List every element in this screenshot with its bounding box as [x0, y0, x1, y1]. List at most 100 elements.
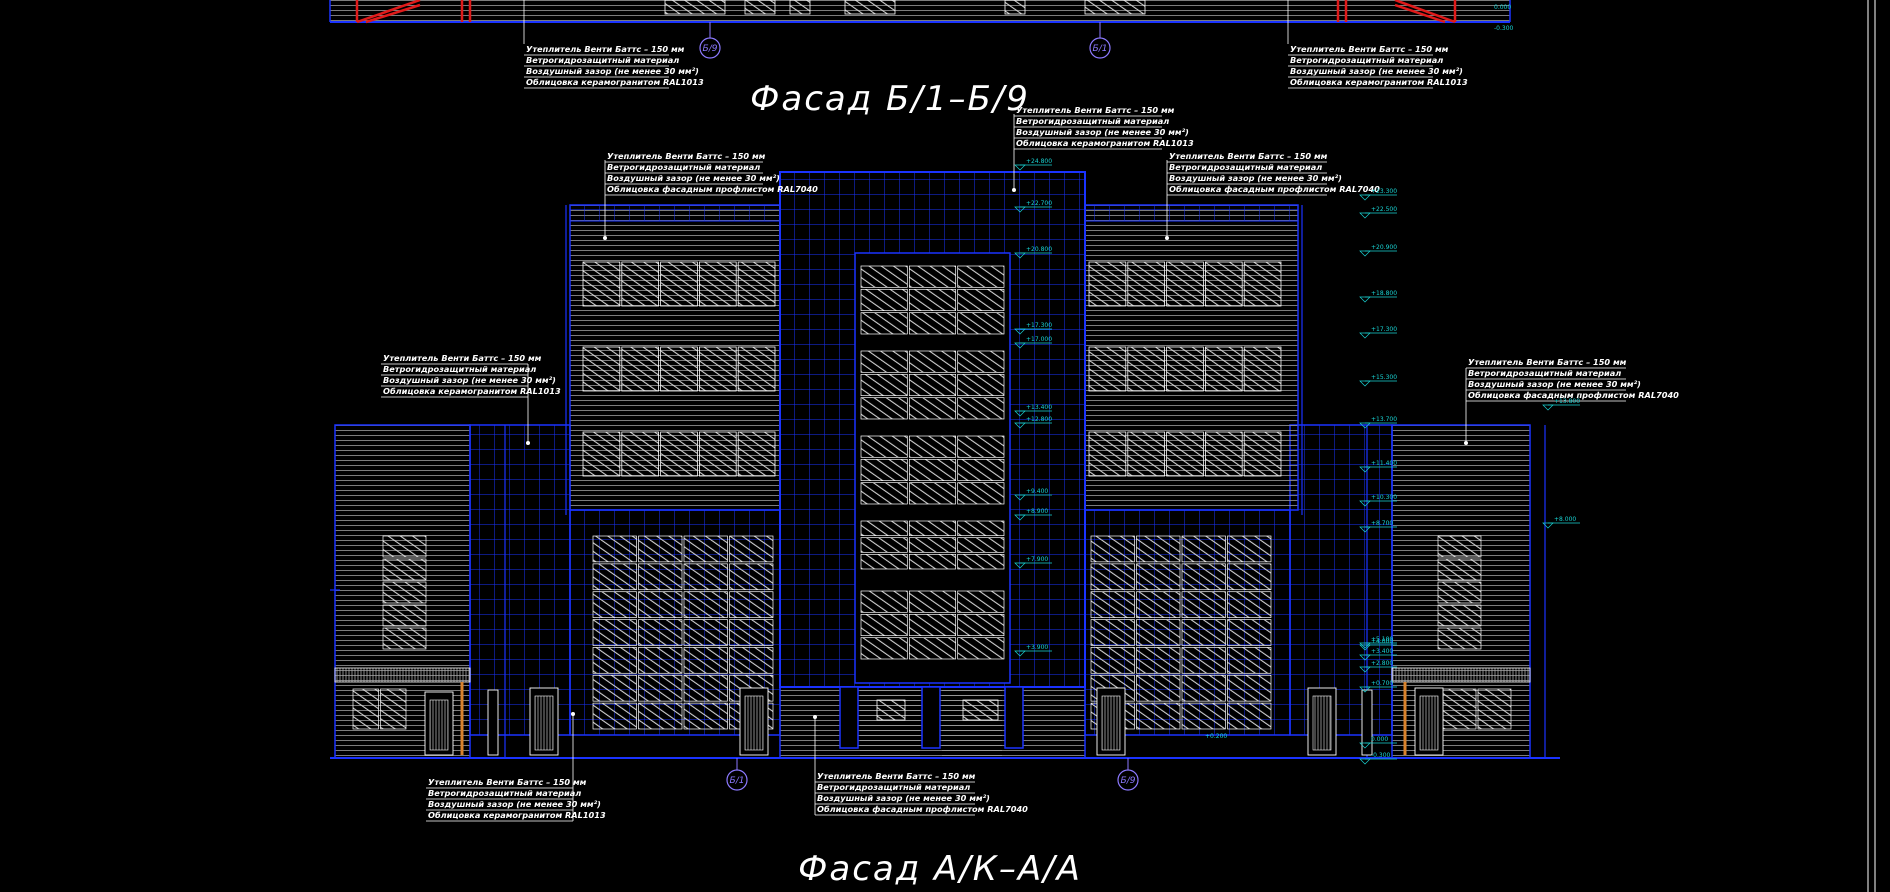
window-pane — [1088, 261, 1127, 307]
window-pane — [729, 591, 774, 618]
door — [1307, 687, 1337, 756]
window-pane — [660, 346, 698, 392]
elevation-label: -0.300 — [1494, 25, 1514, 32]
callout-line: Воздушный зазор (не менее 30 мм²) — [1290, 66, 1463, 76]
window-pane — [621, 346, 659, 392]
window-pane — [1181, 647, 1226, 674]
axis-bubble-top-left — [699, 37, 721, 59]
callout-line: Ветрогидрозащитный материал — [428, 788, 581, 798]
callout-top-right: Утеплитель Венти Баттс – 150 мм Ветрогид… — [1287, 0, 1468, 89]
elevation-label: +24.800 — [1026, 158, 1052, 165]
window-pane — [957, 435, 1005, 458]
callout-center-top: Утеплитель Венти Баттс – 150 мм Ветрогид… — [1012, 105, 1194, 192]
elevation-label: +7.900 — [1026, 556, 1048, 563]
callout-line: Утеплитель Венти Баттс – 150 мм — [428, 777, 587, 787]
window-pane — [1227, 535, 1272, 563]
window-pane — [1181, 591, 1226, 618]
window-pane — [660, 431, 698, 477]
window-pane — [638, 702, 683, 730]
elevation-arrow — [1359, 250, 1371, 257]
elevation-label: +3.900 — [1026, 644, 1048, 651]
window-pane — [683, 563, 728, 591]
window-pane — [592, 674, 637, 702]
window-pane — [1227, 563, 1272, 591]
callout-top-left: Утеплитель Венти Баттс – 150 мм Ветрогид… — [523, 0, 704, 89]
elevation-label: +17.000 — [1026, 336, 1052, 343]
window-pane — [1166, 346, 1204, 392]
window-pane — [957, 288, 1005, 312]
window-pane — [957, 312, 1005, 335]
window-pane — [957, 482, 1005, 505]
callout-line: Воздушный зазор (не менее 30 мм²) — [383, 375, 556, 385]
right-tile-section — [1289, 424, 1393, 736]
window-pane — [638, 563, 683, 591]
window-pane — [380, 688, 407, 730]
window-pane — [860, 590, 908, 613]
window-pane — [638, 591, 683, 618]
window-pane — [1243, 431, 1282, 477]
window-pane — [957, 350, 1005, 373]
window-pane — [592, 647, 637, 674]
elevation-label: 0.000 — [1494, 4, 1511, 11]
window-pane — [729, 563, 774, 591]
window-pane — [683, 702, 728, 730]
window-pane — [1136, 535, 1181, 563]
window-pane — [957, 520, 1005, 537]
callout-line: Ветрогидрозащитный материал — [1016, 116, 1169, 126]
callout-line: Утеплитель Венти Баттс – 150 мм — [607, 151, 766, 161]
elevation-label: +8.000 — [1554, 516, 1576, 523]
window-pane — [860, 265, 908, 288]
window-pane — [957, 613, 1005, 637]
window-band-upper-left — [582, 261, 776, 307]
window-pane — [683, 647, 728, 674]
callout-line: Облицовка фасадным профлистом RAL7040 — [1169, 184, 1380, 194]
elevation-label: +8.900 — [1026, 508, 1048, 515]
door — [487, 689, 499, 756]
callout-line: Воздушный зазор (не менее 30 мм²) — [1169, 173, 1342, 183]
window-pane — [737, 261, 776, 307]
window-pane — [1127, 261, 1166, 307]
window-pane — [1181, 563, 1226, 591]
window-pane — [957, 553, 1005, 570]
window-grid-central — [860, 590, 1005, 660]
elevation-arrow — [1359, 380, 1371, 387]
window-pane — [592, 702, 637, 730]
door — [1414, 687, 1444, 756]
window-pane — [860, 613, 908, 637]
axis-label: Б/1 — [1093, 44, 1108, 54]
window-band-upper-left — [582, 346, 776, 392]
callout-line: Облицовка фасадным профлистом RAL7040 — [817, 804, 1028, 814]
window-pane — [908, 458, 957, 482]
callout-line: Облицовка керамогранитом RAL1013 — [1290, 77, 1468, 87]
window-pane — [1127, 431, 1166, 477]
callout-line: Утеплитель Венти Баттс – 150 мм — [1169, 151, 1328, 161]
callout-mid-left: Утеплитель Венти Баттс – 150 мм Ветрогид… — [381, 353, 561, 445]
axis-label: Б/1 — [730, 776, 745, 786]
elevation-label: +13.400 — [1026, 404, 1052, 411]
callout-line: Воздушный зазор (не менее 30 мм²) — [526, 66, 699, 76]
red-frame-right — [1336, 0, 1457, 24]
window-pane — [860, 537, 908, 553]
axis-label: Б/9 — [1121, 776, 1136, 786]
axis-label: Б/9 — [703, 44, 718, 54]
elevation-label: +11.400 — [1371, 460, 1397, 467]
door — [1096, 687, 1126, 756]
window-pane — [592, 591, 637, 618]
callout-line: Облицовка керамогранитом RAL1013 — [526, 77, 704, 87]
callout-line: Воздушный зазор (не менее 30 мм²) — [1468, 379, 1641, 389]
callout-upper-right: Утеплитель Венти Баттс – 150 мм Ветрогид… — [1165, 151, 1380, 240]
elevation-label: +13.700 — [1371, 416, 1397, 423]
callout-bottom-center: Утеплитель Венти Баттс – 150 мм Ветрогид… — [813, 715, 1028, 816]
window-pane — [592, 535, 637, 563]
window-pane — [592, 619, 637, 646]
window-pane — [860, 482, 908, 505]
window-pane — [1136, 702, 1181, 730]
callout-line: Ветрогидрозащитный материал — [1468, 368, 1621, 378]
window-pane — [957, 265, 1005, 288]
window-pane — [908, 553, 957, 570]
window-pane — [1227, 591, 1272, 618]
window-pane — [1205, 431, 1243, 477]
window-pane — [683, 591, 728, 618]
window-pane — [860, 350, 908, 373]
window-pane — [1090, 591, 1135, 618]
